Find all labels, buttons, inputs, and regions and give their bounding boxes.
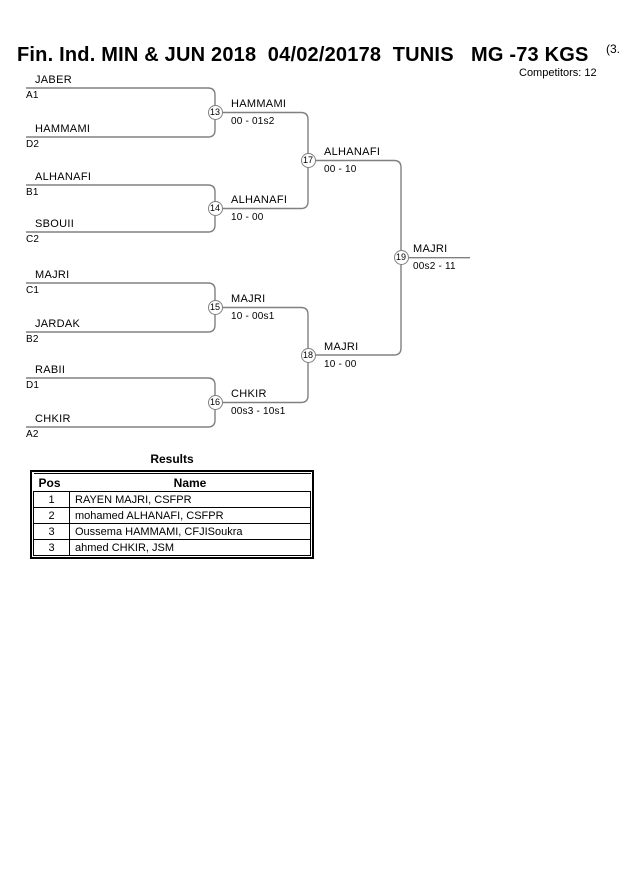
match-score: 00s2 - 11 (413, 261, 456, 272)
table-row: 3 ahmed CHKIR, JSM (33, 539, 311, 556)
winner-name: MAJRI (231, 293, 266, 305)
pos-cell: 1 (33, 491, 70, 508)
winner-name: HAMMAMI (231, 98, 287, 110)
name-cell: ahmed CHKIR, JSM (69, 539, 311, 556)
results-section: Results Pos Name 1 RAYEN MAJRI, CSFPR 2 (30, 452, 314, 559)
competitors-count: Competitors: 12 (519, 67, 597, 79)
match-number-circle: 19 (393, 250, 409, 265)
player-name: ALHANAFI (35, 171, 92, 183)
winner-name: ALHANAFI (324, 146, 381, 158)
table-row: 2 mohamed ALHANAFI, CSFPR (33, 507, 311, 524)
match-number-circle: 14 (207, 201, 223, 216)
match-score: 00s3 - 10s1 (231, 406, 286, 417)
table-header-name: Name (69, 473, 311, 492)
seed-label: B2 (26, 334, 39, 345)
match-number-circle: 15 (207, 300, 223, 315)
match-score: 10 - 00s1 (231, 311, 275, 322)
player-name: MAJRI (35, 269, 70, 281)
page-title: Fin. Ind. MIN & JUN 2018 04/02/20178 TUN… (17, 44, 589, 66)
name-cell: mohamed ALHANAFI, CSFPR (69, 507, 311, 524)
name-cell: Oussema HAMMAMI, CFJISoukra (69, 523, 311, 540)
player-name: JARDAK (35, 318, 81, 330)
winner-name: ALHANAFI (231, 194, 288, 206)
seed-label: A1 (26, 90, 39, 101)
table-header-row: Pos Name (33, 473, 311, 492)
pos-cell: 2 (33, 507, 70, 524)
seed-label: B1 (26, 187, 39, 198)
seed-label: D1 (26, 380, 40, 391)
seed-label: D2 (26, 139, 40, 150)
title-superscript: (3. (606, 42, 621, 56)
table-row: 3 Oussema HAMMAMI, CFJISoukra (33, 523, 311, 540)
table-row: 1 RAYEN MAJRI, CSFPR (33, 491, 311, 508)
results-table: Pos Name 1 RAYEN MAJRI, CSFPR 2 mohamed … (30, 470, 314, 559)
seed-label: C2 (26, 234, 40, 245)
player-name: CHKIR (35, 413, 71, 425)
pos-cell: 3 (33, 523, 70, 540)
winner-name: CHKIR (231, 388, 267, 400)
seed-label: A2 (26, 429, 39, 440)
pos-cell: 3 (33, 539, 70, 556)
name-cell: RAYEN MAJRI, CSFPR (69, 491, 311, 508)
match-number-circle: 18 (300, 347, 316, 363)
match-number-circle: 17 (300, 153, 316, 168)
results-title: Results (150, 452, 194, 466)
player-name: HAMMAMI (35, 123, 91, 135)
match-score: 00 - 10 (324, 164, 357, 175)
player-name: JABER (35, 74, 72, 86)
seed-label: C1 (26, 285, 40, 296)
match-score: 10 - 00 (324, 359, 357, 370)
match-number-circle: 16 (207, 395, 223, 410)
player-name: RABII (35, 364, 66, 376)
table-header-pos: Pos (33, 473, 70, 492)
match-number-circle: 13 (207, 105, 223, 120)
match-score: 00 - 01s2 (231, 116, 275, 127)
winner-name: MAJRI (413, 243, 448, 255)
winner-name: MAJRI (324, 341, 359, 353)
match-score: 10 - 00 (231, 212, 264, 223)
player-name: SBOUII (35, 218, 75, 230)
